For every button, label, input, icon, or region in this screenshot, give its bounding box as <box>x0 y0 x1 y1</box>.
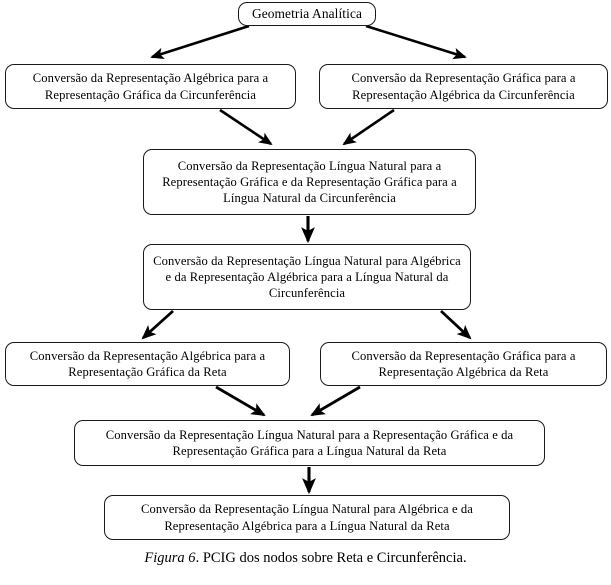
node-label: Conversão da Representação Língua Natura… <box>141 502 473 533</box>
figure-caption: Figura 6. PCIG dos nodos sobre Reta e Ci… <box>0 550 611 567</box>
node-algebrica-para-grafica-circunferencia[interactable]: Conversão da Representação Algébrica par… <box>5 64 296 109</box>
edge-n2-n4 <box>219 108 273 146</box>
node-grafica-para-algebrica-reta[interactable]: Conversão da Representação Gráfica para … <box>320 342 607 386</box>
figure-number-label: Figura 6 <box>144 550 196 566</box>
node-label: Geometria Analítica <box>251 6 363 22</box>
node-lingua-natural-algebrica-circunferencia[interactable]: Conversão da Representação Língua Natura… <box>143 244 471 310</box>
node-lingua-natural-algebrica-reta[interactable]: Conversão da Representação Língua Natura… <box>104 495 510 540</box>
edge-n6-n8 <box>215 385 266 417</box>
node-algebrica-para-grafica-reta[interactable]: Conversão da Representação Algébrica par… <box>5 342 290 386</box>
edge-n3-n4 <box>342 108 395 146</box>
node-lingua-natural-grafica-reta[interactable]: Conversão da Representação Língua Natura… <box>74 420 545 466</box>
edge-n5-n7 <box>440 309 472 340</box>
node-label: Conversão da Representação Gráfica para … <box>351 71 576 102</box>
node-grafica-para-algebrica-circunferencia[interactable]: Conversão da Representação Gráfica para … <box>319 64 608 109</box>
node-label: Conversão da Representação Língua Natura… <box>153 253 461 301</box>
figure-caption-text: . PCIG dos nodos sobre Reta e Circunferê… <box>195 550 467 566</box>
node-lingua-natural-grafica-circunferencia[interactable]: Conversão da Representação Língua Natura… <box>143 149 476 215</box>
node-label: Conversão da Representação Gráfica para … <box>351 348 576 379</box>
edge-n5-n6 <box>141 309 174 340</box>
edge-n7-n8 <box>310 385 361 417</box>
node-label: Conversão da Representação Algébrica par… <box>32 71 269 102</box>
edge-n1-n2 <box>150 24 250 59</box>
node-label: Conversão da Representação Língua Natura… <box>162 158 457 206</box>
edge-n1-n3 <box>365 24 467 60</box>
node-label: Conversão da Representação Algébrica par… <box>29 348 266 379</box>
node-label: Conversão da Representação Língua Natura… <box>105 427 514 458</box>
node-geometria-analitica[interactable]: Geometria Analítica <box>238 2 376 26</box>
